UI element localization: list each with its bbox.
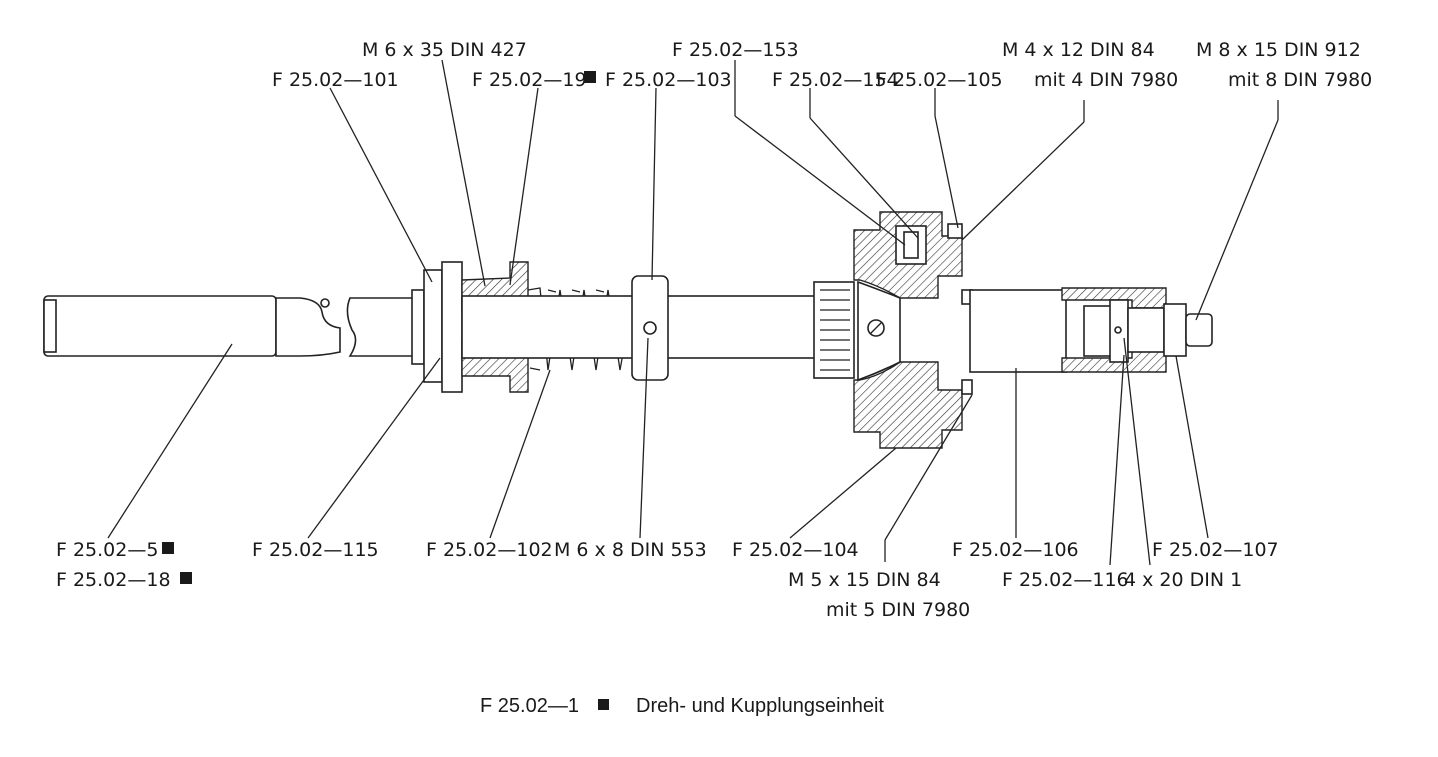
housing-104	[853, 211, 973, 449]
label-f103: F 25.02—103	[605, 69, 732, 91]
figure-caption: F 25.02—1 Dreh- und Kupplungseinheit	[480, 695, 884, 717]
label-m6x35: M 6 x 35 DIN 427	[362, 39, 527, 61]
adjusting-ring-103	[631, 275, 669, 381]
label-m6x8: M 6 x 8 DIN 553	[554, 539, 707, 561]
gear-ring	[813, 281, 855, 379]
label-f19: F 25.02—19	[472, 69, 587, 91]
label-f105: F 25.02—105	[876, 69, 1003, 91]
collar-101	[411, 261, 463, 393]
label-m4x12: M 4 x 12 DIN 84	[1002, 39, 1155, 61]
label-m5x15-washer: mit 5 DIN 7980	[826, 599, 970, 621]
label-f5: F 25.02—5	[56, 539, 158, 561]
label-pin: 4 x 20 DIN 1	[1124, 569, 1242, 591]
label-f115: F 25.02—115	[252, 539, 379, 561]
part-labels: M 6 x 35 DIN 427 F 25.02—101 F 25.02—19 …	[56, 39, 1372, 621]
label-m5x15: M 5 x 15 DIN 84	[788, 569, 941, 591]
label-m8x15: M 8 x 15 DIN 912	[1196, 39, 1361, 61]
label-f104: F 25.02—104	[732, 539, 859, 561]
caption-title: Dreh- und Kupplungseinheit	[636, 695, 884, 717]
label-f18: F 25.02—18	[56, 569, 171, 591]
label-f153: F 25.02—153	[672, 39, 799, 61]
marker-square-icon	[162, 542, 174, 554]
leader-lines	[107, 59, 1279, 566]
marker-square-icon	[180, 572, 192, 584]
label-f154: F 25.02—154	[772, 69, 899, 91]
marker-square-icon	[598, 699, 609, 710]
label-f106: F 25.02—106	[952, 539, 1079, 561]
label-f101: F 25.02—101	[272, 69, 399, 91]
left-shaft	[43, 295, 421, 357]
output-shaft-106	[969, 287, 1213, 373]
label-m8x15-washer: mit 8 DIN 7980	[1228, 69, 1372, 91]
label-f102: F 25.02—102	[426, 539, 553, 561]
caption-part-number: F 25.02—1	[480, 695, 579, 717]
label-f116: F 25.02—116	[1002, 569, 1129, 591]
label-f107: F 25.02—107	[1152, 539, 1279, 561]
marker-square-icon	[584, 71, 596, 83]
label-m4x12-washer: mit 4 DIN 7980	[1034, 69, 1178, 91]
